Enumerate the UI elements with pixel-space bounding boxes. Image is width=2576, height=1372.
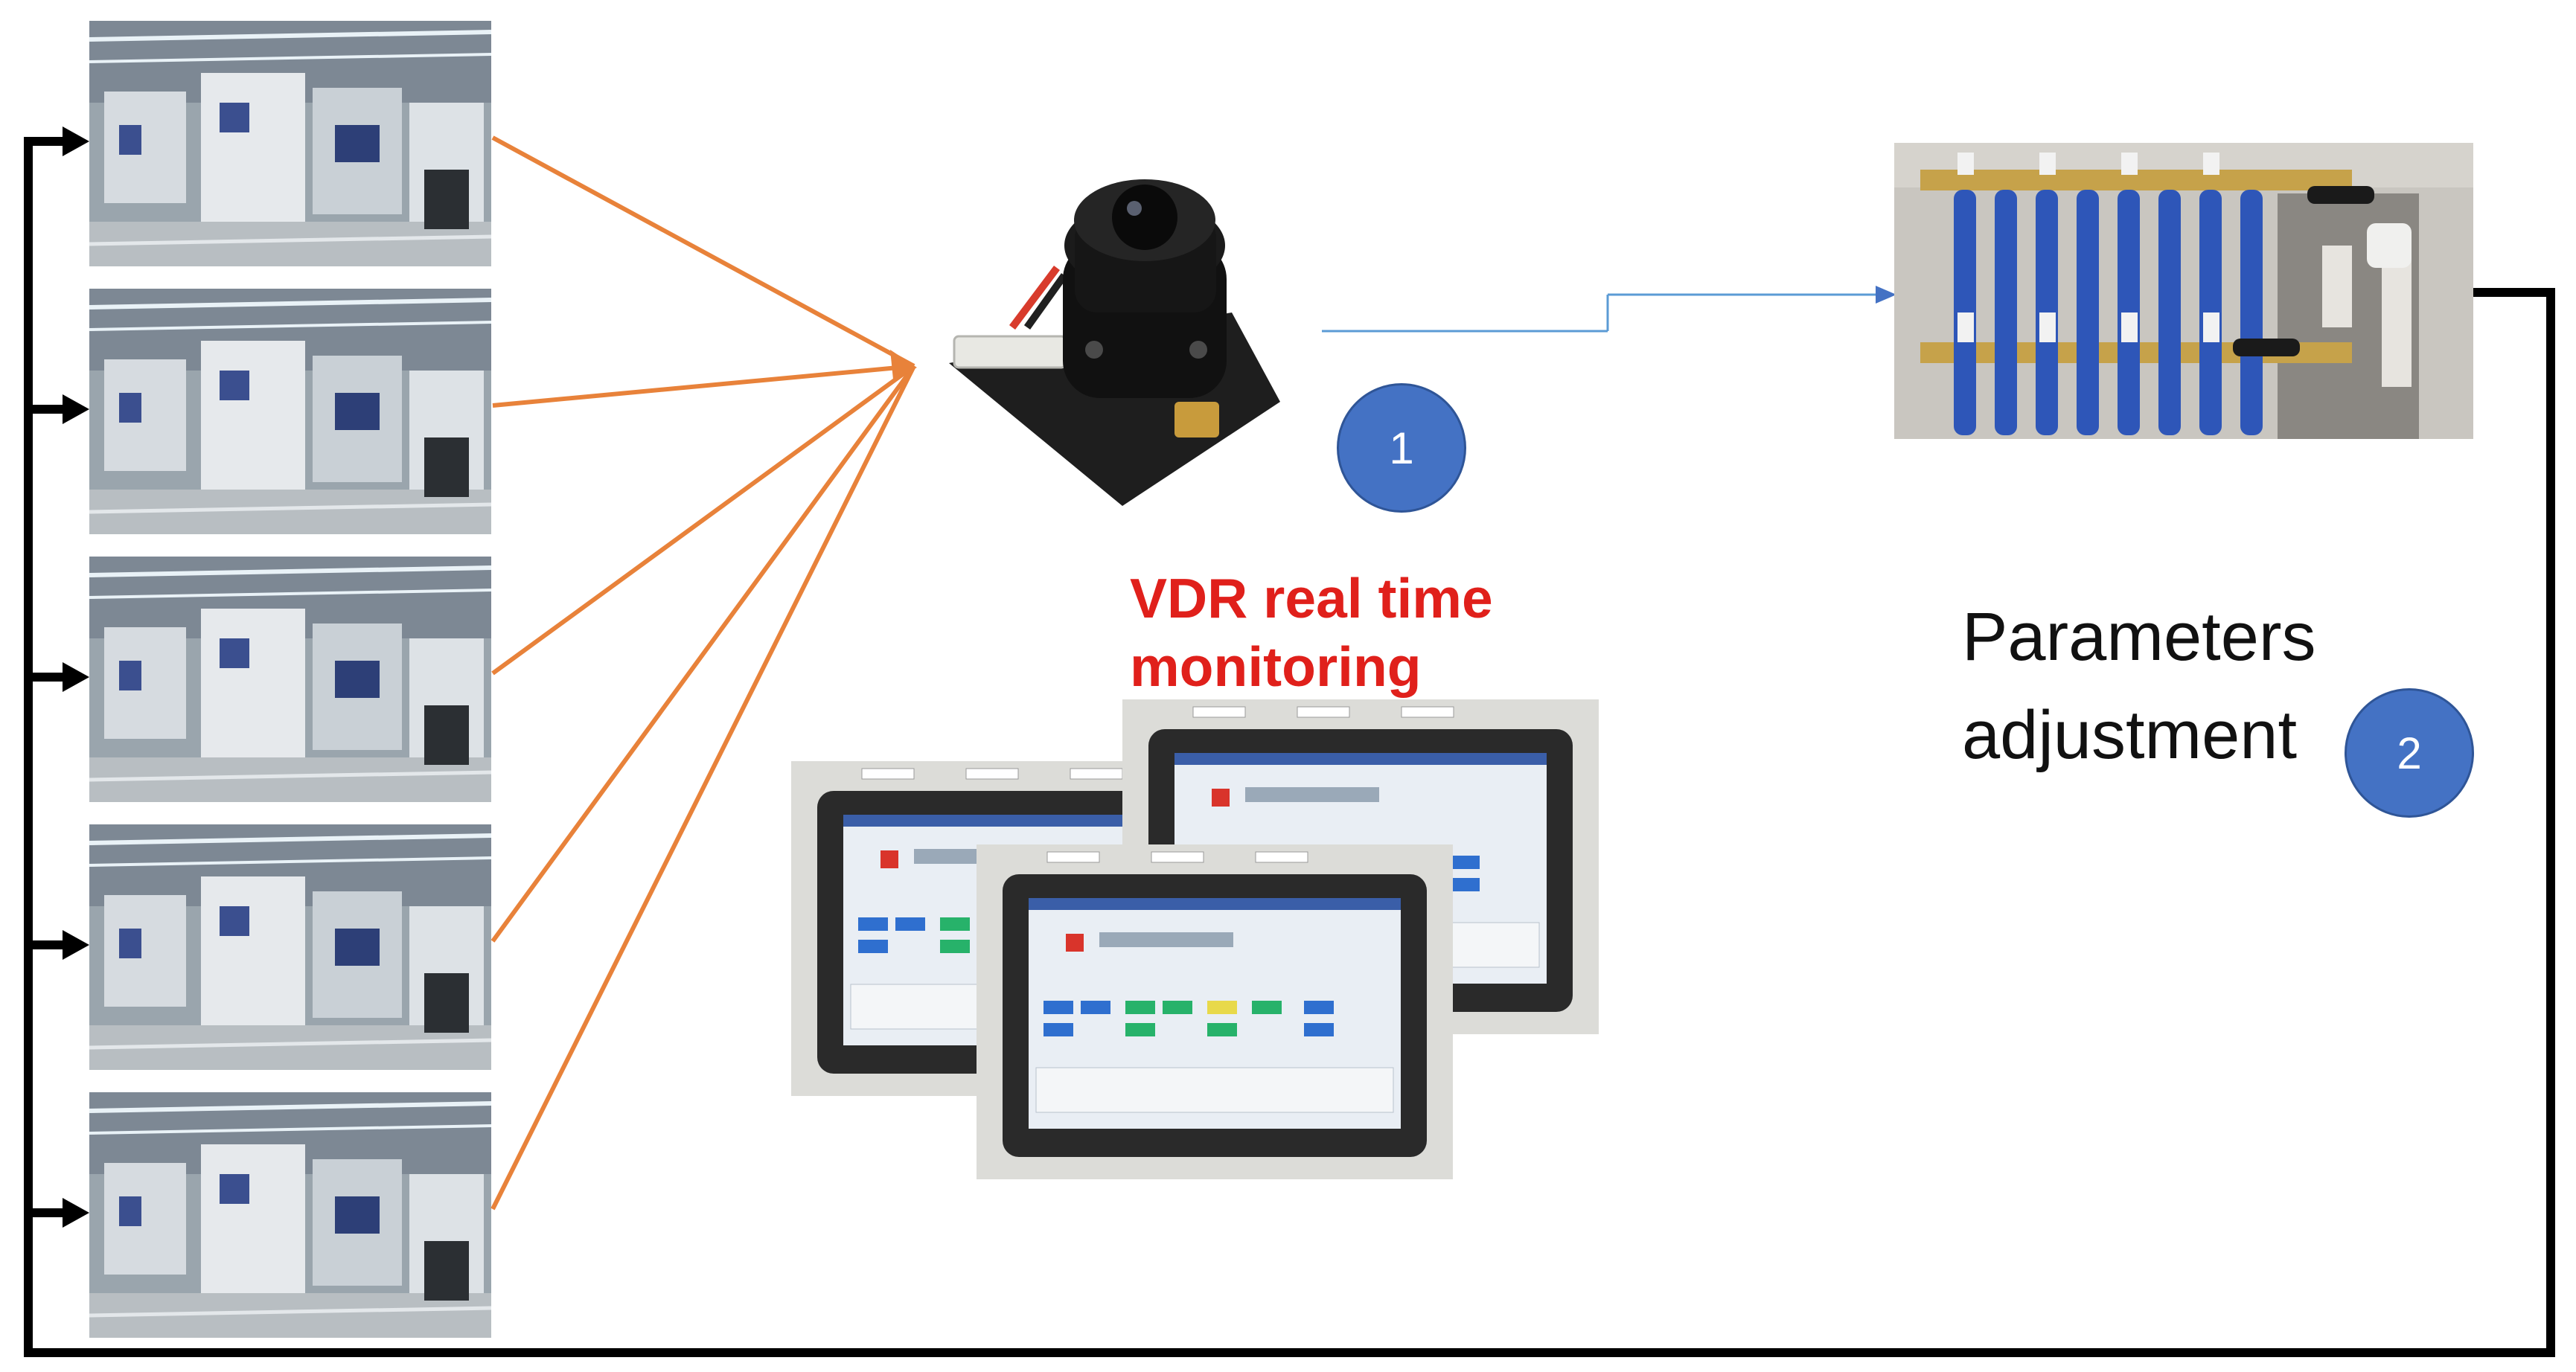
camera-module-image [949, 179, 1280, 506]
hmi-panel-front [976, 844, 1454, 1180]
step-badge-2: 2 [2345, 688, 2474, 818]
factory-image-5 [89, 1092, 491, 1338]
factory-image-2 [89, 289, 491, 534]
step-badge-1: 1 [1337, 383, 1466, 513]
factory-image-3 [89, 557, 491, 802]
orange-arrowhead [890, 350, 917, 379]
monitoring-label: VDR real time monitoring [1130, 567, 1493, 698]
camera-to-valve-link [1322, 293, 1876, 333]
factory-image-4 [89, 824, 491, 1070]
adjustment-label: Parameters adjustment [1962, 599, 2316, 773]
link-arrowhead [1876, 286, 1896, 304]
manifold-valve-image [1894, 143, 2473, 439]
factory-image-1 [89, 21, 491, 266]
feedback-loop [24, 137, 2555, 1357]
feedback-arrowheads [63, 126, 89, 1228]
orange-connectors [490, 135, 916, 1211]
